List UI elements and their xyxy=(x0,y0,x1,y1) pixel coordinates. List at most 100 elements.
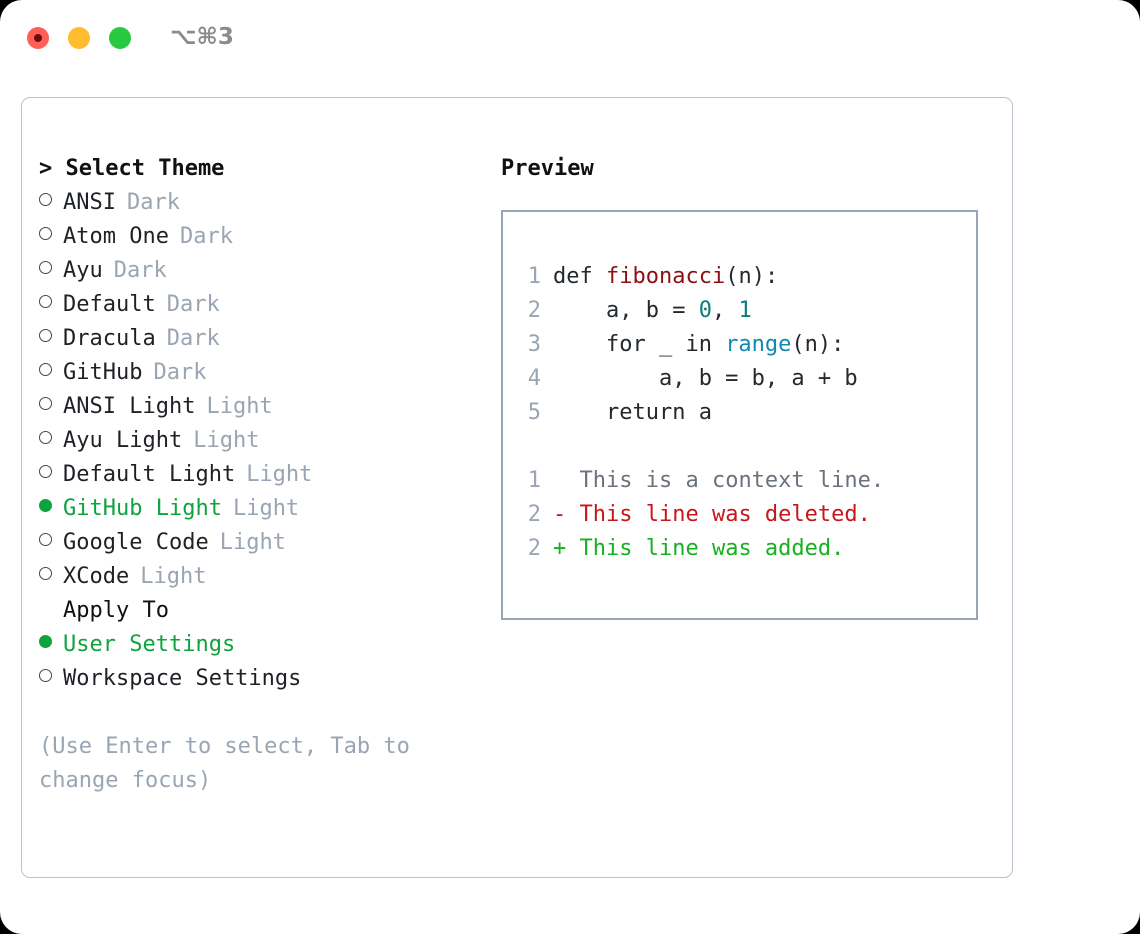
theme-option-default[interactable]: Default Dark xyxy=(39,288,479,322)
code-token-plain: a, b = xyxy=(553,298,699,323)
theme-option-label: Default xyxy=(63,292,156,317)
code-line: 1 def fibonacci(n): xyxy=(513,260,976,294)
theme-option-variant-tag: Light xyxy=(193,428,260,453)
code-diff-separator xyxy=(513,430,976,464)
apply-to-option-workspace-settings[interactable]: Workspace Settings xyxy=(39,662,479,696)
code-line-text: return a xyxy=(553,396,712,430)
code-line: 4 a, b = b, a + b xyxy=(513,362,976,396)
code-token-plain: (n): xyxy=(791,332,845,357)
code-token-plain: (n): xyxy=(725,264,779,289)
code-line: 2 a, b = 0, 1 xyxy=(513,294,976,328)
radio-empty-icon[interactable] xyxy=(39,193,52,206)
theme-option-ayu[interactable]: Ayu Dark xyxy=(39,254,479,288)
line-number: 5 xyxy=(527,400,541,425)
line-number: 3 xyxy=(527,332,541,357)
code-token-plain: a, b = b, a + b xyxy=(553,366,858,391)
radio-empty-icon[interactable] xyxy=(39,533,52,546)
theme-option-variant-tag: Dark xyxy=(126,190,180,215)
theme-option-label: Atom One xyxy=(63,224,169,249)
select-theme-header: > Select Theme xyxy=(39,156,225,181)
radio-empty-icon[interactable] xyxy=(39,363,52,376)
code-token-fn: fibonacci xyxy=(605,264,726,289)
theme-option-xcode[interactable]: XCode Light xyxy=(39,560,479,594)
theme-option-variant-tag: Dark xyxy=(113,258,167,283)
theme-option-label: Default Light xyxy=(63,462,236,487)
code-line-text: a, b = 0, 1 xyxy=(553,294,752,328)
radio-empty-icon[interactable] xyxy=(39,431,52,444)
theme-option-google-code[interactable]: Google Code Light xyxy=(39,526,479,560)
theme-option-label: Ayu xyxy=(63,258,103,283)
radio-empty-icon[interactable] xyxy=(39,567,52,580)
title-bar: ⌥⌘3 xyxy=(0,0,1140,78)
theme-option-variant-tag: Light xyxy=(140,564,207,589)
theme-option-ansi[interactable]: ANSI Dark xyxy=(39,186,479,220)
apply-to-header: Apply To xyxy=(63,598,169,623)
keyboard-hint-text: (Use Enter to select, Tab to change focu… xyxy=(39,734,424,793)
theme-option-label: ANSI xyxy=(63,190,116,215)
diff-line-text: This line was deleted. xyxy=(579,502,871,527)
line-number: 1 xyxy=(527,264,541,289)
radio-empty-icon[interactable] xyxy=(39,397,52,410)
line-number: 2 xyxy=(527,298,541,323)
theme-option-variant-tag: Light xyxy=(206,394,273,419)
theme-option-label: GitHub xyxy=(63,360,143,385)
preview-header: Preview xyxy=(501,156,594,181)
apply-to-option-label: Workspace Settings xyxy=(63,666,302,691)
theme-option-variant-tag: Dark xyxy=(179,224,233,249)
radio-selected-icon[interactable] xyxy=(39,499,52,512)
theme-option-github-light[interactable]: GitHub Light Light xyxy=(39,492,479,526)
theme-option-variant-tag: Light xyxy=(219,530,286,555)
code-token-num: 1 xyxy=(738,298,752,323)
zoom-button[interactable] xyxy=(109,27,131,49)
radio-empty-icon[interactable] xyxy=(39,329,52,342)
theme-option-github[interactable]: GitHub Dark xyxy=(39,356,479,390)
line-number: 2 xyxy=(527,502,541,527)
theme-option-variant-tag: Dark xyxy=(166,326,220,351)
diff-marker: + xyxy=(553,536,580,561)
code-line: 5 return a xyxy=(513,396,976,430)
diff-line-text: This line was added. xyxy=(579,536,845,561)
close-button[interactable] xyxy=(27,27,49,49)
theme-option-atom-one[interactable]: Atom One Dark xyxy=(39,220,479,254)
radio-empty-icon[interactable] xyxy=(39,669,52,682)
theme-option-label: GitHub Light xyxy=(63,496,222,521)
theme-option-variant-tag: Light xyxy=(246,462,313,487)
code-token-plain: for _ in xyxy=(553,332,726,357)
code-token-plain: , xyxy=(711,298,739,323)
apply-to-option-user-settings[interactable]: User Settings xyxy=(39,628,479,662)
line-number: 4 xyxy=(527,366,541,391)
code-token-plain: return a xyxy=(553,400,712,425)
radio-empty-icon[interactable] xyxy=(39,227,52,240)
theme-option-label: Ayu Light xyxy=(63,428,183,453)
theme-option-variant-tag: Dark xyxy=(153,360,207,385)
radio-empty-icon[interactable] xyxy=(39,295,52,308)
radio-selected-icon[interactable] xyxy=(39,635,52,648)
theme-option-variant-tag: Dark xyxy=(166,292,220,317)
theme-option-variant-tag: Light xyxy=(232,496,300,521)
diff-marker xyxy=(553,464,580,498)
diff-line-ctx: 1 This is a context line. xyxy=(513,464,976,498)
code-token-num: 0 xyxy=(698,298,712,323)
theme-option-ayu-light[interactable]: Ayu Light Light xyxy=(39,424,479,458)
diff-line-add: 2 + This line was added. xyxy=(513,532,976,566)
theme-option-label: Dracula xyxy=(63,326,156,351)
code-token-call: range xyxy=(725,332,792,357)
line-number: 2 xyxy=(527,536,541,561)
theme-option-default-light[interactable]: Default Light Light xyxy=(39,458,479,492)
minimize-button[interactable] xyxy=(68,27,90,49)
radio-empty-icon[interactable] xyxy=(39,465,52,478)
theme-option-label: Google Code xyxy=(63,530,209,555)
theme-option-label: XCode xyxy=(63,564,130,589)
code-line: 3 for _ in range(n): xyxy=(513,328,976,362)
code-token-plain: def xyxy=(553,264,606,289)
theme-option-dracula[interactable]: Dracula Dark xyxy=(39,322,479,356)
radio-empty-icon[interactable] xyxy=(39,261,52,274)
